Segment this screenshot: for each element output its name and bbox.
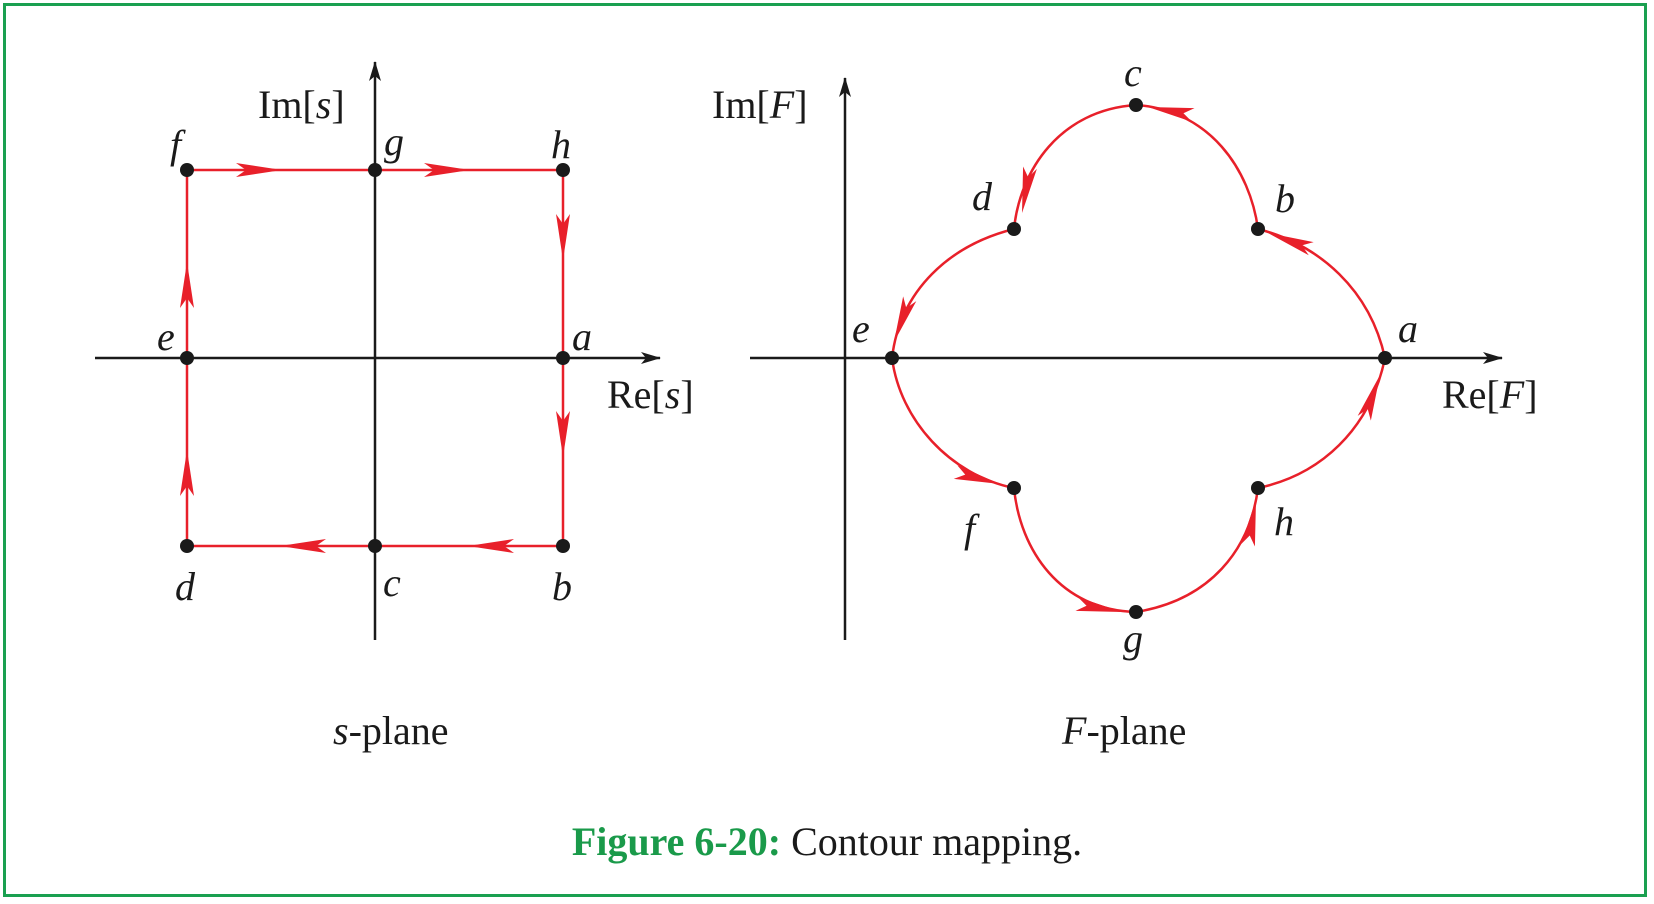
s-label-h: h [551,122,571,167]
s-label-f: f [170,122,186,167]
figure-caption: Figure 6-20: Contour mapping. [0,818,1654,865]
s-point-e [180,351,194,365]
s-point-b [556,539,570,553]
s-label-b: b [552,564,572,609]
f-point-d [1007,222,1021,236]
f-point-c [1129,98,1143,112]
f-label-h: h [1274,499,1294,544]
s-label-g: g [384,119,404,164]
s-point-a [556,351,570,365]
f-curve-ef [890,357,1015,490]
f-label-b: b [1275,176,1295,221]
f-label-e: e [852,306,870,351]
s-arrow-fg [236,163,282,177]
f-arrow-ef [953,465,1000,484]
s-label-c: c [383,560,401,605]
f-arrow-de [894,296,917,342]
s-arrow-de [180,450,194,496]
f-label-d: d [972,174,993,219]
f-curve-fg [1012,487,1137,614]
f-label-g: g [1123,616,1143,661]
s-arrow-cd [280,539,326,553]
s-label-a: a [572,314,592,359]
s-arrow-ef [180,262,194,308]
f-curve-ab [1257,227,1387,359]
f-label-c: c [1124,50,1142,95]
s-plane-contour-arrows [180,163,570,553]
f-arrow-ha [1357,375,1380,421]
s-plane-diagram: a b c d e f g h Im[s] Re[s] s-plane [95,61,694,753]
s-point-d [180,539,194,553]
f-curve-cd [1012,103,1137,230]
f-arrow-ab [1268,233,1314,256]
f-arrow-bc [1148,107,1195,122]
s-arrow-ha [556,214,570,260]
f-arrow-fg [1075,597,1122,612]
f-plane-im-axis-label: Im[F] [712,82,808,127]
s-arrow-bc [468,539,514,553]
s-arrow-gh [424,163,470,177]
s-arrow-ab [556,411,570,457]
s-plane-title: s-plane [333,708,449,753]
f-arrow-cd [1022,166,1037,213]
f-curve-gh [1135,487,1260,614]
s-point-h [556,163,570,177]
f-point-b [1251,222,1265,236]
f-point-g [1129,605,1143,619]
f-point-e [885,351,899,365]
f-plane-diagram: a b c d e f g h Im[F] Re[F] F-plane [712,50,1538,753]
s-point-f [180,163,194,177]
f-point-f [1007,481,1021,495]
f-plane-re-axis-label: Re[F] [1442,372,1538,417]
f-point-a [1378,351,1392,365]
f-point-h [1251,481,1265,495]
f-label-a: a [1398,306,1418,351]
s-point-g [368,163,382,177]
f-curve-ha [1257,357,1387,490]
f-plane-title: F-plane [1061,708,1186,753]
f-label-f: f [964,506,980,551]
s-label-d: d [175,564,196,609]
f-plane-contour-arrows [894,107,1380,612]
f-curve-bc [1135,103,1260,230]
figure-caption-text: Contour mapping. [781,819,1083,864]
f-curve-de [890,227,1015,359]
s-point-c [368,539,382,553]
s-label-e: e [157,314,175,359]
figure-caption-label: Figure 6-20: [571,819,782,864]
f-arrow-gh [1241,500,1256,547]
figure-frame [3,3,1647,897]
s-plane-im-axis-label: Im[s] [258,82,345,127]
s-plane-re-axis-label: Re[s] [607,372,694,417]
